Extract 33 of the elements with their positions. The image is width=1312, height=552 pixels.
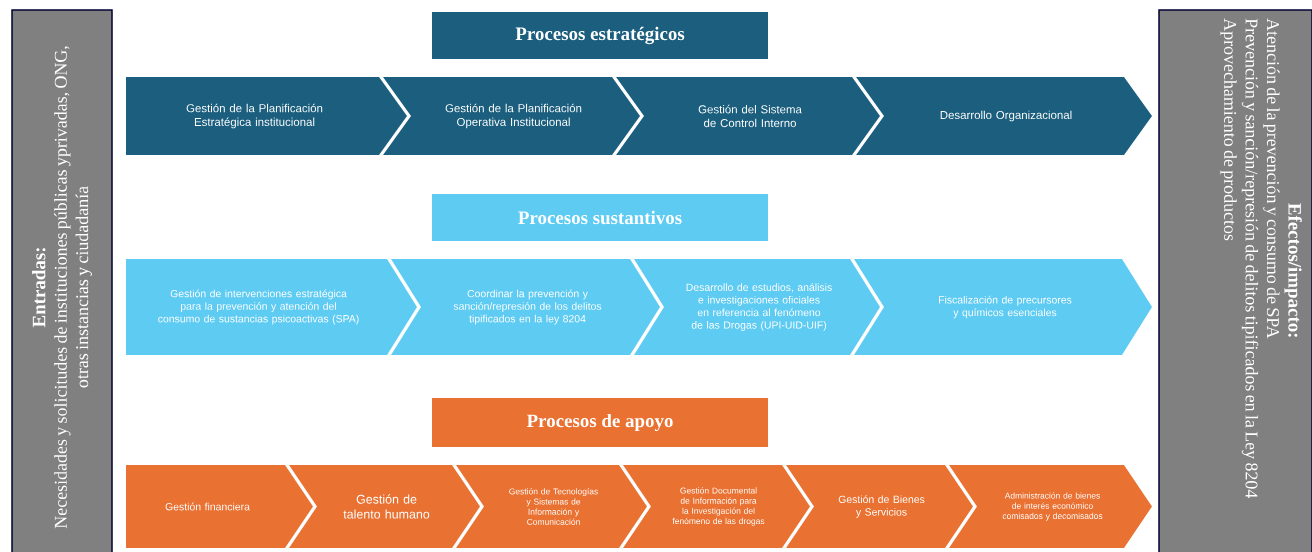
process-step: Gestión de la Planificación Estratégica institucional [126, 77, 407, 155]
node-label: Gestión de intervenciones estratégica para la prevención y atención del consumo de sustancias psicoactivas (SPA) [158, 289, 359, 325]
section-banner: Procesos estratégicos [432, 12, 768, 59]
node-label: Gestión de Tecnologías y Sistemas de Información y Comunicación [509, 488, 598, 525]
node-label: Desarrollo de estudios, análisis e investigaciones oficiales en referencia al fenómeno de las Drogas (UPI-UID-UIF) [686, 283, 832, 331]
node-label: Gestión Documental de Información para la Investigación del fenómeno de las drogas [672, 487, 765, 526]
process-step: Gestión de talento humano [289, 465, 480, 548]
node-label: Coordinar la prevención y sanción/represión de los delitos tipificados en la ley 8204 [453, 289, 602, 325]
node-label: Administración de bienes de interés económico comisados y decomisados [1002, 492, 1103, 521]
node-label: Desarrollo Organizacional [940, 110, 1072, 122]
section-banner: Procesos de apoyo [432, 398, 768, 447]
node-label: Gestión de talento humano [343, 494, 430, 519]
node-label: Gestión de Bienes y Servicios [838, 495, 925, 518]
process-step: Gestión de intervenciones estratégica para la prevención y atención del consumo de sustancias psicoactivas (SPA) [126, 259, 417, 355]
section-banner: Procesos sustantivos [432, 194, 768, 241]
process-step: Desarrollo de estudios, análisis e investigaciones oficiales en referencia al fenómeno de las Drogas (UPI-UID-UIF) [634, 259, 880, 355]
process-step: Fiscalización de precursores y químicos esenciales [854, 259, 1152, 355]
text-panel: Entradas: Necesidades y solicitudes de instituciones públicas yprivadas, ONG, otras instancias y ciudadanía [11, 9, 113, 552]
process-step: Desarrollo Organizacional [856, 77, 1152, 155]
process-step: Coordinar la prevención y sanción/represión de los delitos tipificados en la ley 8204 [391, 259, 660, 355]
node-label: Gestión de la Planificación Operativa Institucional [445, 103, 582, 129]
node-label: Gestión del Sistema de Control Interno [698, 104, 802, 128]
text-panel: Efectos/impacto: Atención de la prevención y consumo de SPA Prevención y sanción/represión de delitos tipificados en la Ley 8204 Aprovechamiento de productos [1158, 9, 1312, 552]
node-label: Fiscalización de precursores y químicos esenciales [939, 295, 1072, 319]
process-step: Gestión de Bienes y Servicios [786, 465, 973, 548]
process-step: Gestión de la Planificación Operativa Institucional [383, 77, 640, 155]
process-step: Gestión del Sistema de Control Interno [616, 77, 880, 155]
node-label: Gestión de la Planificación Estratégica institucional [186, 103, 323, 129]
node-label: Gestión financiera [165, 502, 250, 511]
process-step: Gestión Documental de Información para la Investigación del fenómeno de las drogas [623, 465, 810, 548]
process-step: Gestión financiera [126, 465, 313, 548]
process-step: Administración de bienes de interés económico comisados y decomisados [949, 465, 1152, 548]
process-step: Gestión de Tecnologías y Sistemas de Información y Comunicación [456, 465, 647, 548]
